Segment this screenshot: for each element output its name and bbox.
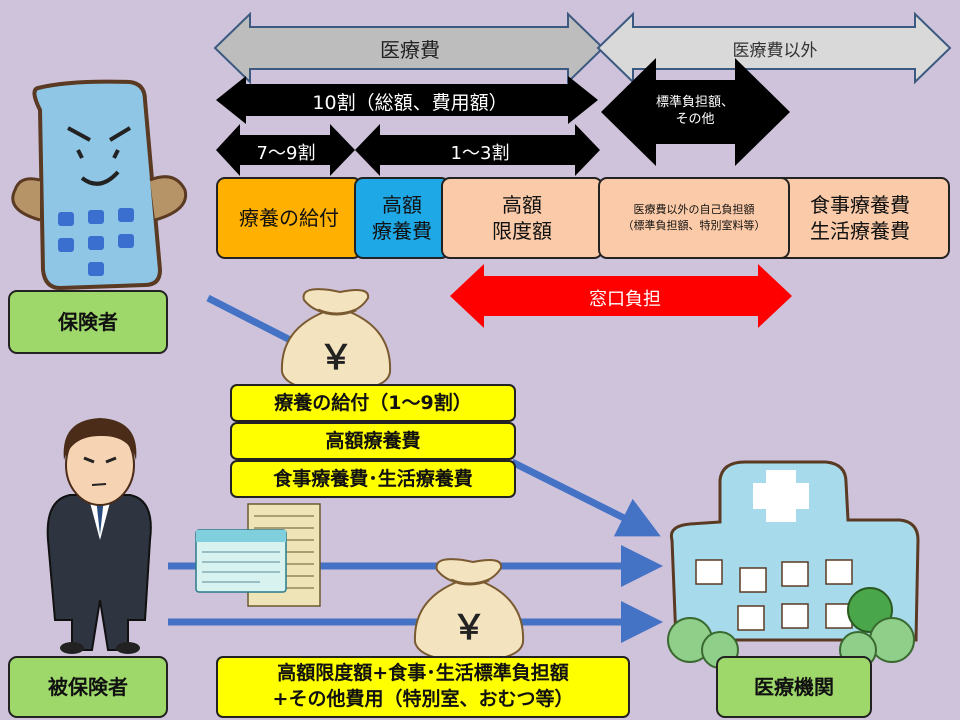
ten-wari-label: 10割（総額、費用額） xyxy=(260,88,560,115)
seven-nine-label: 7〜9割 xyxy=(236,139,336,165)
insurer-label-text: 保険者 xyxy=(58,309,118,335)
segment-kogaku-ryoyohi-text: 高額 療養費 xyxy=(372,192,432,244)
payment-shokuji-text: 食事療養費･生活療養費 xyxy=(273,467,473,492)
yen-icon-bottom: ￥ xyxy=(439,600,499,649)
segment-ryoyo-no-kyufu-text: 療養の給付 xyxy=(239,205,339,231)
segment-shokuji: 食事療養費 生活療養費 xyxy=(770,177,950,259)
one-three-label: 1〜3割 xyxy=(400,139,560,165)
segment-kogaku-ryoyohi: 高額 療養費 xyxy=(354,177,450,259)
payment-kogaku-ryoyohi-text: 高額療養費 xyxy=(325,429,420,454)
payment-from-insured-text: 高額限度額+食事･生活標準負担額 +その他費用（特別室、おむつ等） xyxy=(273,661,574,712)
bag-to-hospital-arrow-line xyxy=(512,462,642,527)
segment-jiko-futan: 医療費以外の自己負担額 （標準負担額、特別室料等） xyxy=(598,177,790,259)
insurer-building-character xyxy=(13,82,186,288)
segment-kogaku-gendogaku: 高額 限度額 xyxy=(441,177,603,259)
insured-label: 被保険者 xyxy=(8,656,168,718)
payment-from-insured: 高額限度額+食事･生活標準負担額 +その他費用（特別室、おむつ等） xyxy=(216,656,630,718)
insurance-card xyxy=(196,530,286,592)
payment-shokuji: 食事療養費･生活療養費 xyxy=(230,460,516,498)
medical-institution-label: 医療機関 xyxy=(716,656,872,718)
insurer-to-bag-arrow-line xyxy=(208,298,300,345)
non-medical-cost-label: 医療費以外 xyxy=(680,36,870,61)
segment-shokuji-text: 食事療養費 生活療養費 xyxy=(810,192,910,244)
segment-jiko-futan-text: 医療費以外の自己負担額 （標準負担額、特別室料等） xyxy=(623,202,766,234)
payment-kogaku-ryoyohi: 高額療養費 xyxy=(230,422,516,460)
window-payment-label: 窓口負担 xyxy=(550,285,700,311)
hospital-building xyxy=(668,462,918,668)
yen-icon-top: ￥ xyxy=(306,330,366,379)
payment-ryoyo-no-kyufu: 療養の給付（1〜9割） xyxy=(230,384,516,422)
standard-burden-label: 標準負担額、 その他 xyxy=(630,95,760,129)
insurer-label: 保険者 xyxy=(8,290,168,354)
segment-kogaku-gendogaku-text: 高額 限度額 xyxy=(492,192,552,244)
businessman-character xyxy=(48,418,151,654)
medical-cost-label: 医療費 xyxy=(300,34,520,63)
medical-institution-label-text: 医療機関 xyxy=(754,674,834,700)
segment-ryoyo-no-kyufu: 療養の給付 xyxy=(216,177,362,259)
payment-ryoyo-no-kyufu-text: 療養の給付（1〜9割） xyxy=(274,391,471,416)
insured-label-text: 被保険者 xyxy=(48,674,128,700)
